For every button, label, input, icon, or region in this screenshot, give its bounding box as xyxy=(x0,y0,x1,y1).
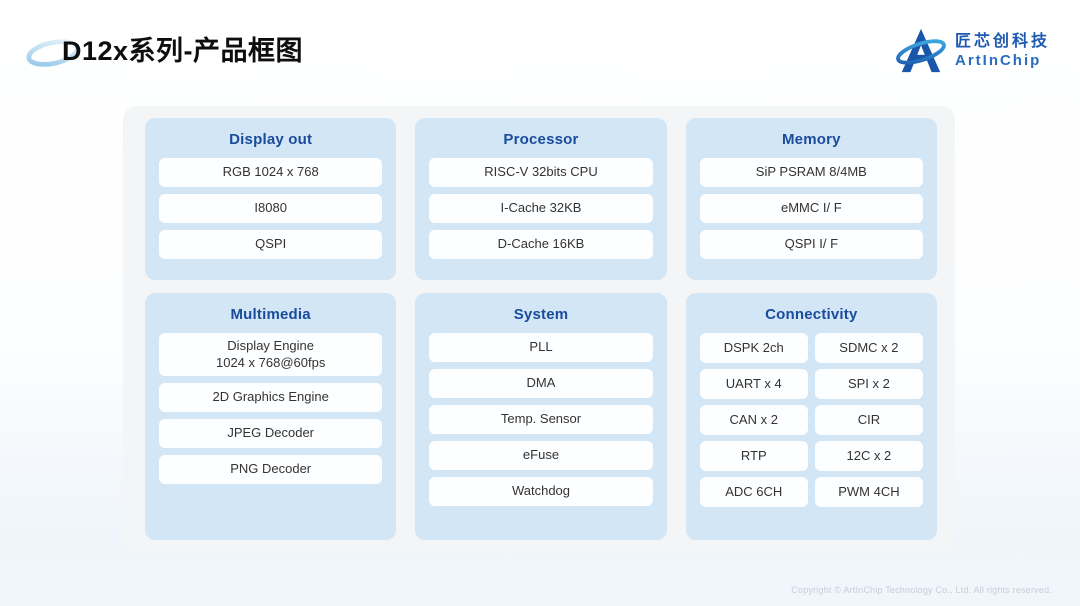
module-block-rgb: RGB 1024 x 768 xyxy=(159,158,383,187)
module-block-qspi-if: QSPI I/ F xyxy=(699,230,923,259)
page-title: D12x系列-产品框图 xyxy=(62,36,304,66)
module-block-pll: PLL xyxy=(429,333,653,362)
module-block-temp-sensor: Temp. Sensor xyxy=(429,405,653,434)
module-block-cir: CIR xyxy=(814,405,923,435)
panel-title: Memory xyxy=(781,131,841,148)
company-name-en: ArtInChip xyxy=(954,52,1042,69)
module-block-cpu: RISC-V 32bits CPU xyxy=(429,158,653,187)
panel-display-out: Display out RGB 1024 x 768 I8080 QSPI xyxy=(145,118,397,280)
module-block-sdmc: SDMC x 2 xyxy=(814,333,923,363)
module-block-can: CAN x 2 xyxy=(699,405,808,435)
panel-title: Multimedia xyxy=(230,306,311,323)
company-logo: 匠芯创科技 ArtInChip xyxy=(896,27,1050,75)
module-block-dma: DMA xyxy=(429,369,653,398)
panel-connectivity: Connectivity DSPK 2ch SDMC x 2 UART x 4 … xyxy=(685,293,937,540)
connectivity-grid: DSPK 2ch SDMC x 2 UART x 4 SPI x 2 CAN x… xyxy=(699,333,923,507)
panel-title: System xyxy=(513,306,569,323)
module-block-qspi: QSPI xyxy=(159,230,383,259)
panel-title: Connectivity xyxy=(765,306,858,323)
panel-system: System PLL DMA Temp. Sensor eFuse Watchd… xyxy=(415,293,667,540)
module-block-png: PNG Decoder xyxy=(159,455,383,484)
module-block-dspk: DSPK 2ch xyxy=(699,333,808,363)
module-block-uart: UART x 4 xyxy=(699,369,808,399)
module-block-watchdog: Watchdog xyxy=(429,477,653,506)
module-block-adc: ADC 6CH xyxy=(699,477,808,507)
panel-title: Processor xyxy=(503,131,579,148)
panel-multimedia: Multimedia Display Engine 1024 x 768@60f… xyxy=(145,293,397,540)
module-block-i2c: 12C x 2 xyxy=(814,441,923,471)
module-block-psram: SiP PSRAM 8/4MB xyxy=(699,158,923,187)
panel-title: Display out xyxy=(229,131,313,148)
diagram-card: Display out RGB 1024 x 768 I8080 QSPI Pr… xyxy=(123,106,955,552)
panel-processor: Processor RISC-V 32bits CPU I-Cache 32KB… xyxy=(415,118,667,280)
module-block-spi: SPI x 2 xyxy=(814,369,923,399)
artinchip-logo-icon xyxy=(896,28,946,73)
module-block-rtp: RTP xyxy=(699,441,808,471)
copyright-text: Copyright © ArtInChip Technology Co., Lt… xyxy=(791,585,1052,595)
module-block-pwm: PWM 4CH xyxy=(814,477,923,507)
module-block-2d-graphics: 2D Graphics Engine xyxy=(159,383,383,412)
module-block-dcache: D-Cache 16KB xyxy=(429,230,653,259)
module-block-efuse: eFuse xyxy=(429,441,653,470)
module-block-icache: I-Cache 32KB xyxy=(429,194,653,223)
module-block-display-engine: Display Engine 1024 x 768@60fps xyxy=(159,333,383,376)
title-swoosh-icon xyxy=(26,39,80,67)
panel-memory: Memory SiP PSRAM 8/4MB eMMC I/ F QSPI I/… xyxy=(685,118,937,280)
module-block-jpeg: JPEG Decoder xyxy=(159,419,383,448)
module-block-emmc: eMMC I/ F xyxy=(699,194,923,223)
module-block-i8080: I8080 xyxy=(159,194,383,223)
company-name-cn: 匠芯创科技 xyxy=(954,33,1050,50)
